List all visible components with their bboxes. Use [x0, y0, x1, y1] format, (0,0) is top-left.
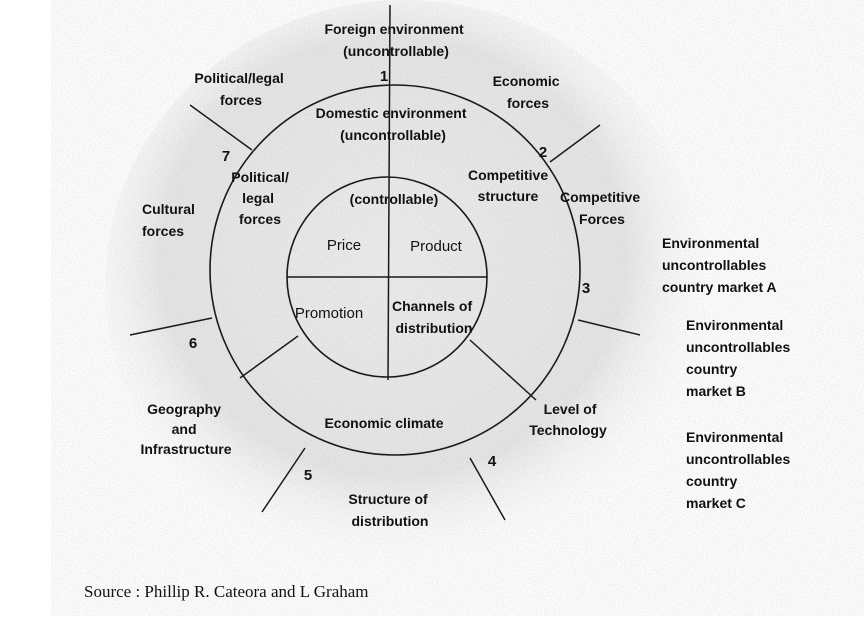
- market-b-label: Environmental uncontrollables country ma…: [686, 317, 794, 399]
- spoke-economic: [549, 124, 601, 163]
- sector-number-2: 2: [539, 144, 547, 161]
- competitive-outer-label: Competitive Forces: [560, 189, 644, 227]
- source-caption: Source : Phillip R. Cateora and L Graham: [84, 582, 369, 601]
- sector-number-6: 6: [189, 335, 197, 352]
- sector-number-7: 7: [222, 148, 230, 165]
- sector-number-5: 5: [304, 467, 312, 484]
- domestic-env-label: Domestic environment (uncontrollable): [316, 105, 471, 143]
- distribution-outer-label: Structure of distribution: [348, 491, 431, 529]
- product-label: Product: [410, 238, 463, 255]
- political-outer-label: Political/legal forces: [194, 70, 287, 108]
- spoke-geography: [129, 317, 213, 336]
- spoke-competitive: [577, 319, 641, 336]
- spoke-political: [189, 104, 253, 151]
- outer-circle: [209, 84, 581, 456]
- market-a-label: Environmental uncontrollables country ma…: [662, 235, 777, 295]
- promotion-label: Promotion: [295, 305, 363, 322]
- cultural-outer-label: Cultural forces: [142, 201, 199, 239]
- controllable-label: (controllable): [350, 191, 439, 207]
- spoke-distribution: [261, 447, 306, 513]
- geography-outer-label: Geography and Infrastructure: [140, 401, 231, 457]
- competitive-middle-label: Competitive structure: [468, 167, 552, 204]
- sector-number-4: 4: [488, 453, 497, 470]
- separator-lower-right: [469, 339, 537, 401]
- scan-noise: [120, 0, 810, 560]
- spoke-technology: [469, 457, 506, 521]
- vertical-divider: [387, 4, 391, 381]
- foreign-env-label: Foreign environment (uncontrollable): [324, 21, 467, 59]
- separator-lower-left: [239, 335, 299, 379]
- technology-outer-label: Level of Technology: [529, 401, 607, 438]
- sector-number-3: 3: [582, 280, 590, 297]
- sector-number-1: 1: [380, 68, 388, 85]
- market-c-label: Environmental uncontrollables country ma…: [686, 429, 794, 511]
- channels-label: Channels of distribution: [392, 298, 476, 336]
- price-label: Price: [327, 237, 361, 254]
- economic-climate-label: Economic climate: [324, 415, 443, 431]
- economic-outer-label: Economic forces: [493, 73, 564, 111]
- political-middle-label: Political/ legal forces: [231, 169, 292, 227]
